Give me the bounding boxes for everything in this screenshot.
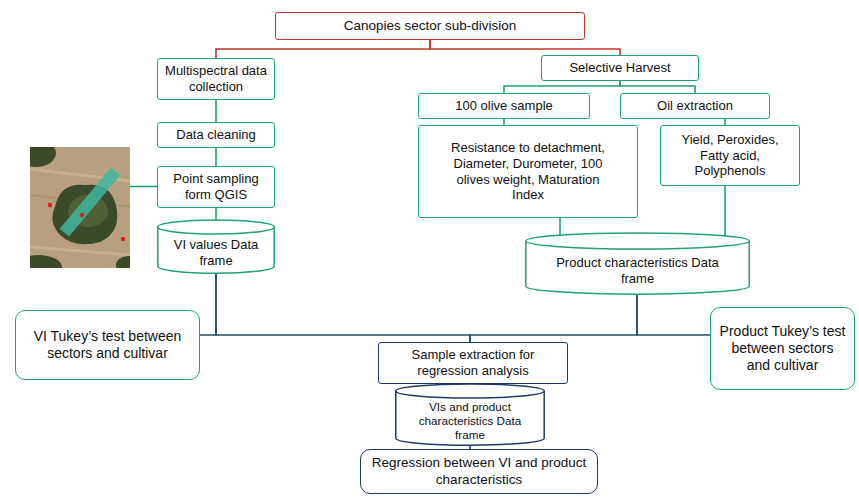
rounded-box: VI Tukey’s test between sectors and cult…: [15, 310, 200, 380]
data-frame-cylinder: VI values Data frame: [157, 220, 275, 274]
sampling-strip: [60, 168, 121, 237]
connector-line: [216, 273, 470, 342]
box-label: Product Tukey’s test between sectors and…: [719, 323, 847, 373]
process-box: Selective Harvest: [541, 55, 699, 81]
connector-line: [215, 208, 217, 220]
box-label: Regression between VI and product charac…: [367, 455, 591, 487]
rounded-box: Product Tukey’s test between sectors and…: [710, 307, 855, 390]
cylinder-top: [158, 220, 274, 234]
process-box: Sample extraction for regression analysi…: [378, 342, 568, 384]
canopy: [30, 147, 56, 167]
connector-line: [724, 186, 726, 236]
cylinder-body: [396, 391, 544, 445]
box-label: Point sampling form QGIS: [164, 171, 268, 202]
photo-leader-line: [130, 186, 157, 188]
canopy: [116, 256, 130, 268]
data-frame-cylinder: Product characteristics Data frame: [525, 233, 750, 295]
box-label: Yield, Peroxides, Fatty acid, Polyphenol…: [674, 132, 786, 179]
cylinder-top: [396, 384, 544, 398]
cylinder-top: [526, 233, 749, 249]
box-label: Oil extraction: [657, 98, 733, 114]
connector-line: [216, 40, 430, 58]
process-box: Canopies sector sub-division: [275, 12, 585, 40]
data-frame-cylinder: VIs and product characteristics Data fra…: [395, 384, 545, 446]
rounded-box: Regression between VI and product charac…: [360, 449, 598, 494]
connector-line: [637, 294, 710, 335]
connector-line: [620, 81, 695, 93]
box-label: VI values Data frame: [163, 237, 269, 268]
connector-line: [430, 40, 620, 55]
process-box: Resistance to detachment, Diameter, Duro…: [418, 125, 638, 218]
connector-line: [559, 218, 561, 235]
sample-point: [48, 203, 52, 207]
connector-line: [504, 81, 620, 93]
box-label: VI Tukey’s test between sectors and cult…: [25, 328, 190, 362]
ground-streak: [30, 247, 130, 255]
box-label: VIs and product characteristics Data fra…: [404, 400, 536, 442]
process-box: Multispectral data collection: [157, 58, 275, 100]
canopy: [30, 255, 62, 268]
box-label: Sample extraction for regression analysi…: [393, 347, 553, 378]
box-label: Resistance to detachment, Diameter, Duro…: [443, 140, 613, 202]
connector-line: [200, 273, 216, 335]
connector-line: [215, 148, 217, 166]
connector-line: [215, 100, 217, 122]
process-box: 100 olive sample: [418, 93, 590, 119]
box-label: 100 olive sample: [455, 98, 553, 114]
process-box: Data cleaning: [157, 122, 275, 148]
process-box: Yield, Peroxides, Fatty acid, Polyphenol…: [660, 125, 800, 186]
box-label: Selective Harvest: [569, 60, 670, 76]
box-label: Data cleaning: [176, 127, 256, 143]
process-box: Oil extraction: [620, 93, 770, 119]
sample-point: [121, 237, 125, 241]
box-label: Canopies sector sub-division: [344, 18, 517, 34]
sample-point: [80, 213, 84, 217]
box-label: Multispectral data collection: [164, 63, 268, 94]
box-label: Product characteristics Data frame: [553, 255, 723, 286]
connector-line: [470, 294, 637, 342]
process-box: Point sampling form QGIS: [157, 166, 275, 208]
canopy-aerial-photo: [30, 147, 130, 268]
